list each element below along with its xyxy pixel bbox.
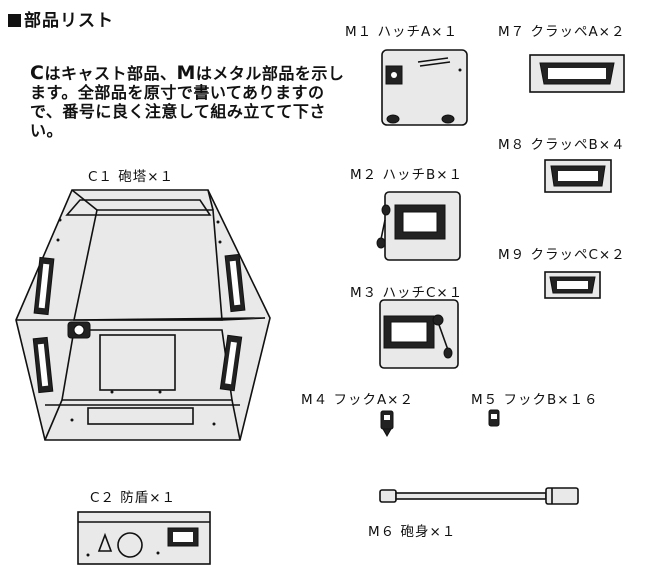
intro-c-text: はキャスト部品、 [44,64,177,83]
intro-c-letter: C [30,62,45,84]
intro-m-letter: M [176,62,196,84]
part-label-m9: M９ クラッペC×２ [498,247,626,263]
part-label-m4: M４ フックA×２ [301,392,414,408]
part-label-c1: C１ 砲塔×１ [88,169,175,185]
part-label-m7: M７ クラッペA×２ [498,24,626,40]
part-label-m3: M３ ハッチC×１ [350,285,464,301]
part-label-m2: M２ ハッチB×１ [350,167,464,183]
part-label-m5: M５ フックB×１６ [471,392,599,408]
page-title: 部品リスト [8,6,114,31]
part-label-m6: M６ 砲身×１ [368,524,457,540]
intro-paragraph: Cはキャスト部品、Mはメタル部品を示します。全部品を原寸で書いてありますので、番… [30,62,350,141]
intro-m-text: はメタル部品を示します。全部品を原寸で書いてありますので、番号に良く注意して組み… [30,64,345,140]
square-bullet-icon [8,14,21,27]
part-label-m1: M１ ハッチA×１ [345,24,458,40]
heading-text: 部品リスト [24,11,114,31]
part-label-m8: M８ クラッペB×４ [498,137,626,153]
part-label-c2: C２ 防盾×１ [90,490,177,506]
